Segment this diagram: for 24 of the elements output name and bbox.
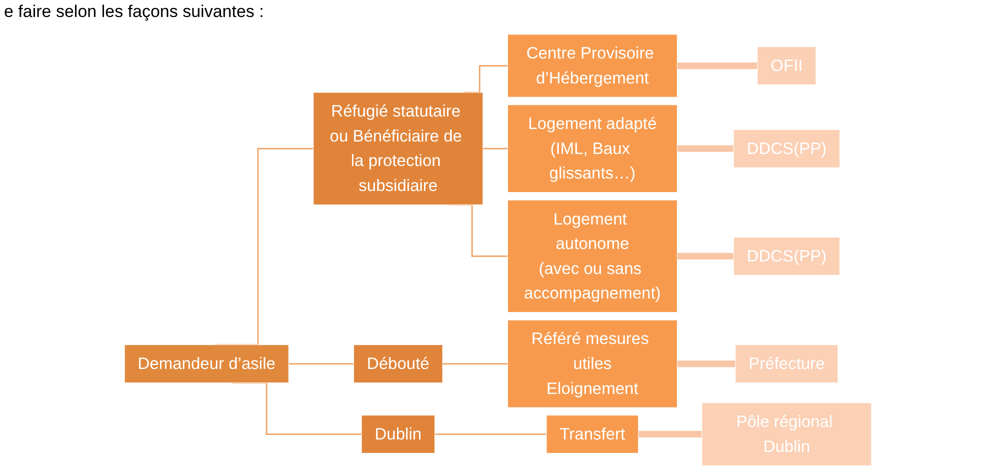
node-box: DDCS(PP)	[733, 236, 840, 276]
node-box: Logement adapté (IML, Baux glissants…)	[507, 104, 678, 193]
node-box: Dublin	[361, 414, 436, 454]
connector	[677, 252, 734, 260]
intro-text: e faire selon les façons suivantes :	[4, 2, 264, 22]
node-box: Pôle régional Dublin	[702, 402, 872, 466]
node-box: Centre Provisoire d’Hébergement	[507, 34, 678, 98]
connector	[638, 430, 702, 438]
node-box: Transfert	[546, 414, 639, 454]
node-box: Demandeur d’asile	[124, 344, 289, 384]
node-box: Réfugié statutaire ou Bénéficiaire de la protection subsidiaire	[313, 92, 484, 206]
connector	[442, 363, 508, 364]
node-box: Logement autonome (avec ou sans accompagnement)	[507, 200, 678, 313]
node-box: Débouté	[353, 344, 443, 384]
connector	[482, 148, 508, 150]
node-box: Référé mesures utiles Eloignement	[507, 320, 678, 408]
connector	[288, 363, 354, 364]
connector	[677, 145, 734, 152]
connector	[677, 360, 736, 368]
node-box: OFII	[757, 46, 816, 86]
node-box: Préfecture	[735, 344, 838, 384]
node-box: DDCS(PP)	[733, 129, 840, 168]
connector	[434, 434, 546, 435]
connector	[677, 62, 758, 70]
